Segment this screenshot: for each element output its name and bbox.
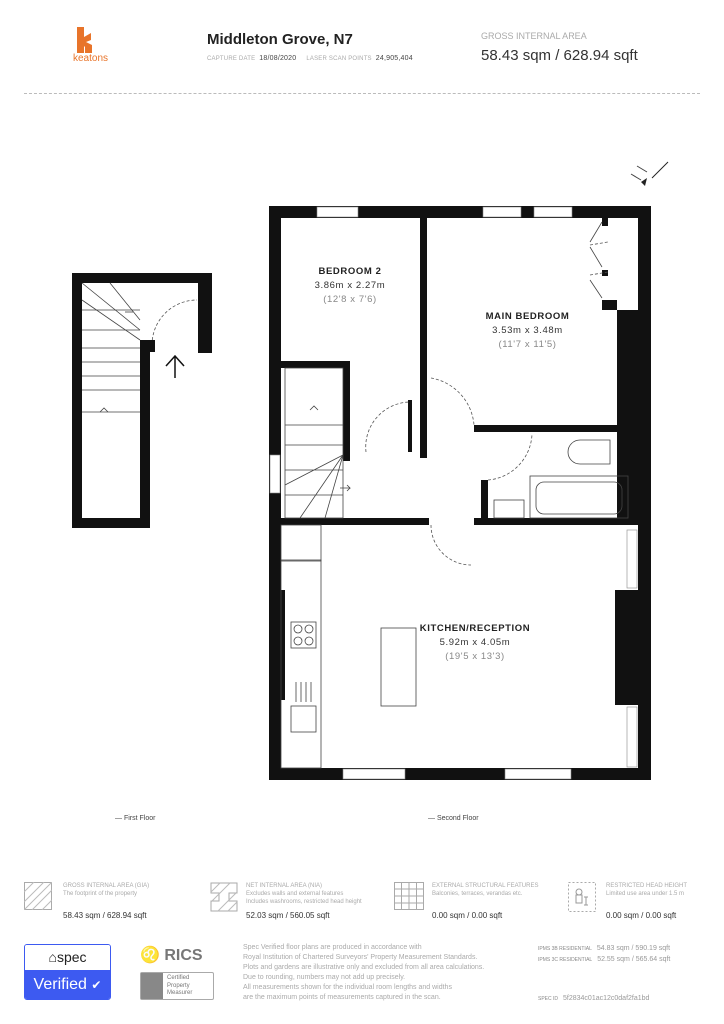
- ipms-value: 54.83 sqm / 590.19 sqft: [596, 945, 671, 952]
- hatched-plan-icon: [210, 882, 238, 912]
- spec-logo: ⌂spec: [25, 945, 110, 970]
- room-imperial: (11'7 x 11'5): [498, 339, 557, 350]
- room-imperial: (19'5 x 13'3): [445, 651, 505, 662]
- grid-icon: [394, 882, 424, 910]
- legend-desc: Balconies, terraces, verandas etc.: [432, 891, 523, 897]
- first-floor-stairs: [81, 282, 141, 413]
- disclaimer-line: are the maximum points of measurements c…: [243, 994, 441, 1001]
- legend-desc: Excludes walls and external features: [246, 891, 344, 897]
- disclaimer-line: Spec Verified floor plans are produced i…: [243, 944, 422, 951]
- legend-external: EXTERNAL STRUCTURAL FEATURES Balconies, …: [432, 882, 572, 920]
- legend-title: NET INTERNAL AREA (NIA): [246, 883, 323, 889]
- ipms-value: 52.55 sqm / 565.64 sqft: [597, 956, 671, 963]
- cert-line: Property: [167, 982, 190, 989]
- property-title: Middleton Grove, N7: [207, 31, 353, 48]
- cert-line: Certified: [167, 975, 190, 981]
- hatched-square-icon: [24, 882, 52, 910]
- spec-label: spec: [56, 949, 87, 965]
- legend-nia: NET INTERNAL AREA (NIA) Excludes walls a…: [246, 882, 396, 920]
- spec-id: SPEC ID 5f2834c01ac12c0daf2fa1bd: [538, 993, 649, 1005]
- gia-label: GROSS INTERNAL AREA: [481, 31, 587, 41]
- room-imperial: (12'8 x 7'6): [323, 294, 377, 305]
- scan-points: 24,905,404: [375, 55, 413, 62]
- room-metric: 3.53m x 3.48m: [492, 325, 563, 336]
- disclaimer-line: Due to rounding, numbers may not add up …: [243, 974, 406, 981]
- brand-name: keatons: [73, 53, 109, 64]
- scan-points-label: LASER SCAN POINTS: [306, 56, 372, 62]
- capture-date: 18/08/2020: [259, 55, 297, 62]
- spec-verified-badge: ⌂spec Verified ✔: [24, 944, 111, 1000]
- ipms-3c: IPMS 3C RESIDENTIAL 52.55 sqm / 565.64 sq…: [538, 954, 670, 966]
- legend-restricted: RESTRICTED HEAD HEIGHT Limited use area …: [606, 882, 716, 920]
- room-name: KITCHEN/RECEPTION: [419, 623, 531, 634]
- ipms-label: IPMS 3C RESIDENTIAL: [538, 957, 593, 963]
- legend-value: 0.00 sqm / 0.00 sqft: [432, 911, 503, 920]
- legend-desc: The footprint of the property: [63, 891, 138, 897]
- first-floor-label: — First Floor: [115, 815, 156, 822]
- room-metric: 3.86m x 2.27m: [314, 280, 386, 291]
- north-arrow-icon: [641, 161, 669, 186]
- up-arrow-icon: [165, 354, 185, 378]
- disclaimer-line: Royal Institution of Chartered Surveyors…: [243, 954, 478, 961]
- cert-line: Measurer: [167, 990, 193, 996]
- windows: [269, 206, 638, 780]
- legend-title: RESTRICTED HEAD HEIGHT: [606, 883, 688, 889]
- disclaimer: Spec Verified floor plans are produced i…: [243, 943, 533, 1003]
- verified-label: Verified: [33, 976, 87, 993]
- legend-desc: Includes washrooms, restricted head heig…: [246, 899, 362, 905]
- legend-value: 0.00 sqm / 0.00 sqft: [606, 911, 677, 920]
- room-name: BEDROOM 2: [318, 266, 382, 277]
- disclaimer-line: Plots and gardens are illustrative only …: [243, 964, 485, 971]
- person-height-icon: [568, 882, 596, 912]
- door-swings: [151, 241, 609, 566]
- room-name: MAIN BEDROOM: [485, 311, 570, 322]
- house-icon: ⌂: [48, 949, 57, 965]
- spec-id-value: 5f2834c01ac12c0daf2fa1bd: [563, 995, 650, 1002]
- check-circle-icon: ✔: [91, 978, 102, 992]
- second-floor-label: — Second Floor: [428, 815, 479, 822]
- capture-date-label: CAPTURE DATE: [207, 56, 256, 62]
- verified-bar: Verified ✔: [25, 970, 110, 999]
- keatons-logo-icon: [77, 27, 92, 53]
- room-kitchen-reception: KITCHEN/RECEPTION 5.92m x 4.05m (19'5 x …: [400, 622, 550, 664]
- gia-value: 58.43 sqm / 628.94 sqft: [481, 47, 638, 64]
- room-bedroom-2: BEDROOM 2 3.86m x 2.27m (12'8 x 7'6): [290, 265, 410, 307]
- rics-logo: ♌ RICS: [140, 945, 203, 965]
- header-divider: [24, 93, 700, 94]
- ipms-3b: IPMS 3B RESIDENTIAL 54.83 sqm / 590.19 sq…: [538, 943, 670, 955]
- legend-value: 52.03 sqm / 560.05 sqft: [246, 911, 330, 920]
- legend-desc: Limited use area under 1.5 m: [606, 891, 685, 897]
- room-main-bedroom: MAIN BEDROOM 3.53m x 3.48m (11'7 x 11'5): [460, 310, 595, 352]
- legend-value: 58.43 sqm / 628.94 sqft: [63, 911, 147, 920]
- lion-icon: ♌: [140, 947, 160, 964]
- fixtures: [280, 165, 648, 769]
- ipms-label: IPMS 3B RESIDENTIAL: [538, 946, 592, 952]
- rics-small-logo: [141, 973, 163, 999]
- first-floor-walls: [72, 273, 212, 528]
- legend-gia: GROSS INTERNAL AREA (GIA) The footprint …: [63, 882, 193, 920]
- room-metric: 5.92m x 4.05m: [439, 637, 511, 648]
- legend-title: EXTERNAL STRUCTURAL FEATURES: [432, 883, 539, 889]
- spec-id-label: SPEC ID: [538, 996, 559, 1002]
- rics-label: RICS: [164, 947, 203, 964]
- disclaimer-line: All measurements shown for the individua…: [243, 984, 452, 991]
- legend-title: GROSS INTERNAL AREA (GIA): [63, 883, 150, 889]
